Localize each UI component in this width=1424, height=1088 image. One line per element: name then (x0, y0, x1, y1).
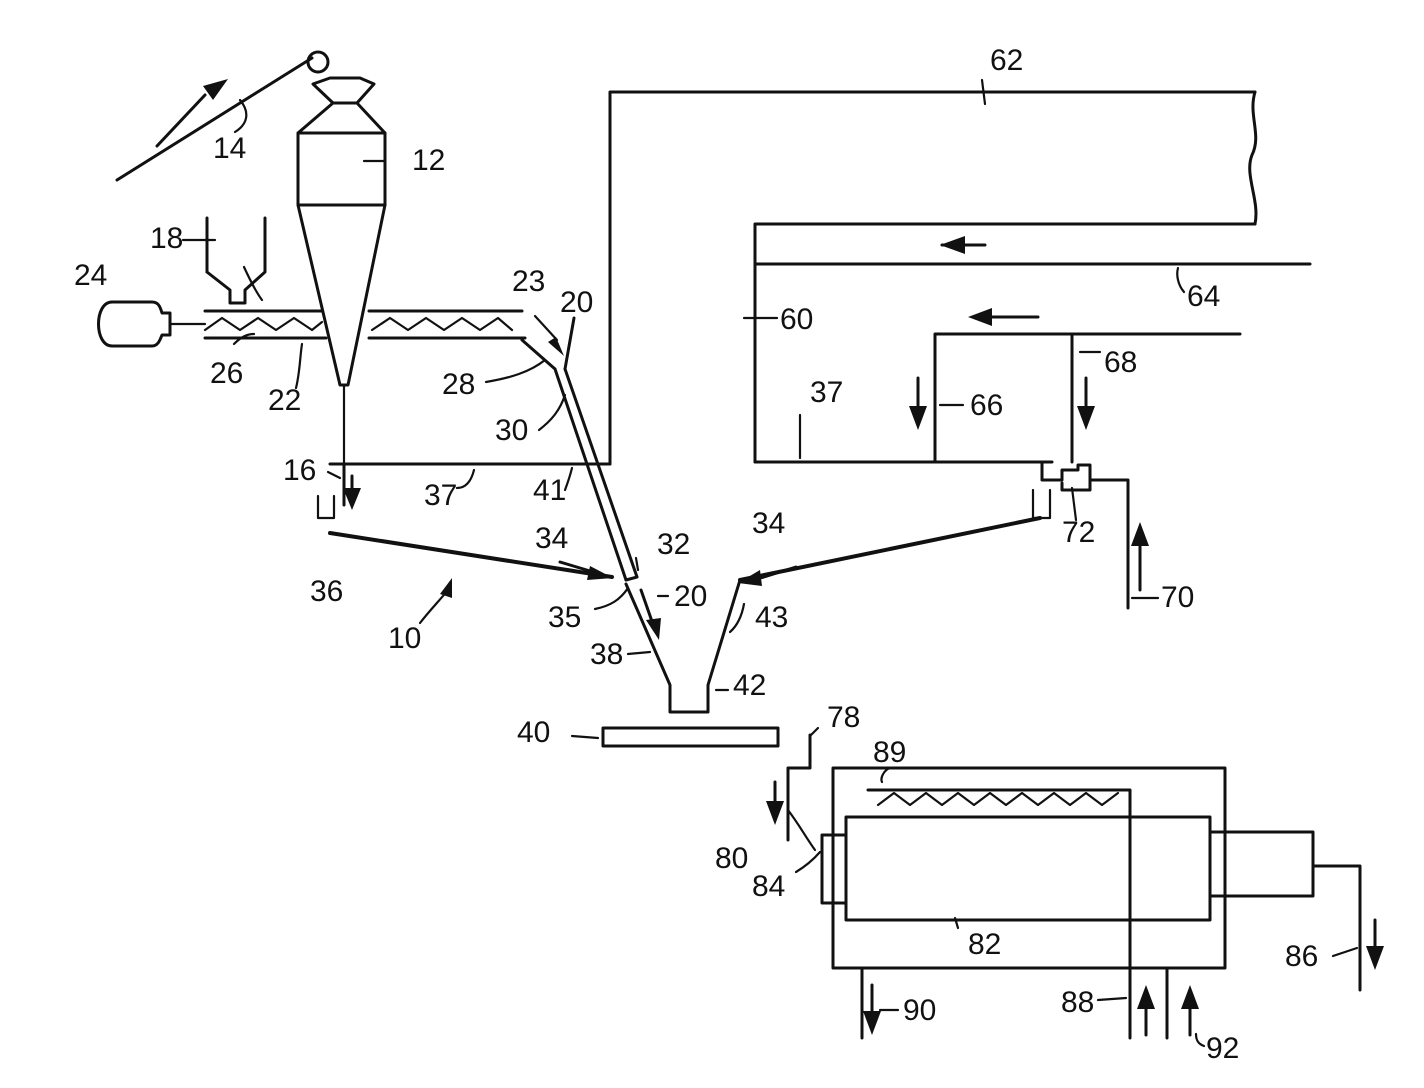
label-80: 80 (715, 842, 748, 875)
cyclone-separator (298, 78, 385, 466)
duct-66-68 (909, 308, 1240, 462)
label-26: 26 (210, 357, 243, 390)
label-37-left: 37 (424, 479, 457, 512)
screw-feeder (170, 311, 525, 338)
label-22: 22 (268, 384, 301, 417)
label-32: 32 (657, 528, 690, 561)
label-38: 38 (590, 638, 623, 671)
reference-numerals: 10 12 14 16 18 20 20 22 23 24 26 28 30 3… (74, 44, 1318, 1065)
label-18: 18 (150, 222, 183, 255)
label-70: 70 (1161, 581, 1194, 614)
label-90: 90 (903, 994, 936, 1027)
label-86: 86 (1285, 940, 1318, 973)
duct-64 (755, 236, 1310, 264)
label-72: 72 (1062, 516, 1095, 549)
label-84: 84 (752, 870, 785, 903)
label-89: 89 (873, 736, 906, 769)
label-34-left: 34 (535, 522, 568, 555)
duct-upper (610, 80, 1256, 464)
label-42: 42 (733, 669, 766, 702)
feed-hopper (183, 218, 265, 303)
belt-40 (603, 728, 778, 746)
label-28: 28 (442, 368, 475, 401)
label-92: 92 (1206, 1032, 1239, 1065)
label-30: 30 (495, 414, 528, 447)
label-40: 40 (517, 716, 550, 749)
label-41: 41 (533, 474, 566, 507)
label-64: 64 (1187, 280, 1220, 313)
label-62: 62 (990, 44, 1023, 77)
label-24: 24 (74, 259, 107, 292)
label-23: 23 (512, 265, 545, 298)
label-34-right: 34 (752, 507, 785, 540)
leader-lines (234, 267, 1357, 1046)
motor (99, 302, 171, 346)
label-16: 16 (283, 454, 316, 487)
label-12: 12 (412, 144, 445, 177)
label-37-right: 37 (810, 376, 843, 409)
label-36: 36 (310, 575, 343, 608)
label-60: 60 (780, 303, 813, 336)
label-78: 78 (827, 701, 860, 734)
label-14: 14 (213, 132, 246, 165)
label-66: 66 (970, 389, 1003, 422)
label-88: 88 (1061, 986, 1094, 1019)
label-68: 68 (1104, 346, 1137, 379)
label-10: 10 (388, 622, 421, 655)
label-82: 82 (968, 928, 1001, 961)
label-20-bottom: 20 (674, 580, 707, 613)
label-20-top: 20 (560, 286, 593, 319)
label-35: 35 (548, 601, 581, 634)
label-43: 43 (755, 601, 788, 634)
